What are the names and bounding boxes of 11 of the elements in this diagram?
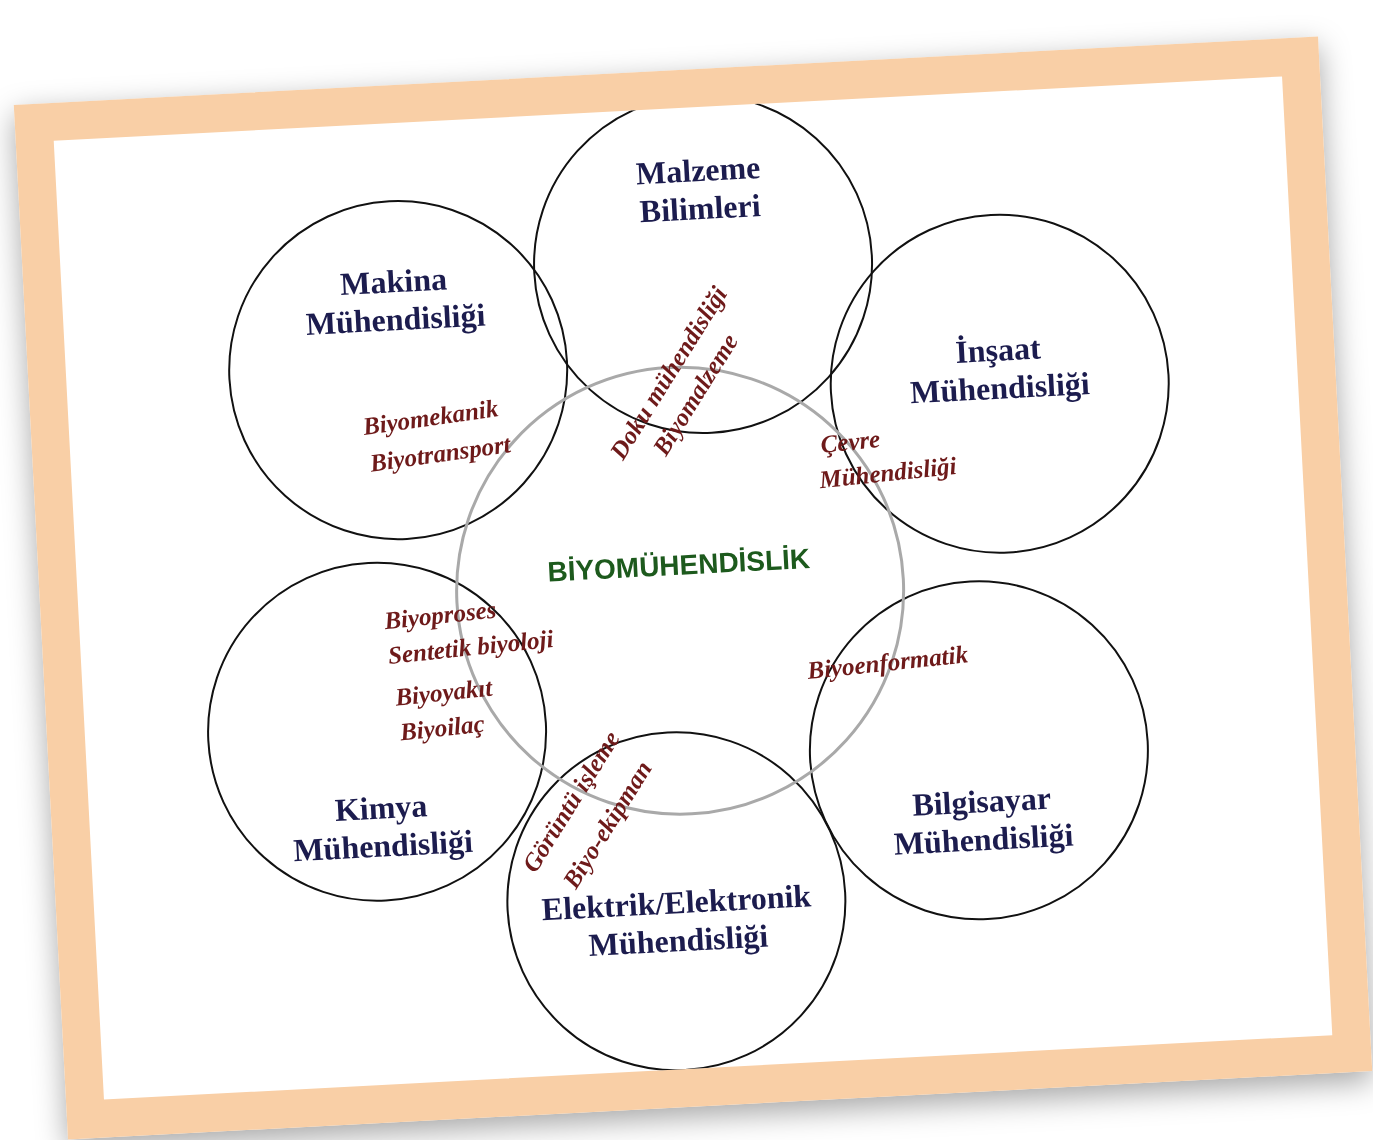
discipline-title: Malzeme Bilimleri bbox=[634, 147, 763, 232]
discipline-title: Makina Mühendisliği bbox=[303, 259, 488, 345]
center-title: BİYOMÜHENDİSLİK bbox=[545, 541, 812, 590]
overlap-label: Çevre bbox=[819, 424, 882, 459]
overlap-label: Biyoyakıt bbox=[393, 673, 494, 712]
overlap-label: Biyoilaç bbox=[398, 709, 486, 747]
discipline-title: Kimya Mühendisliği bbox=[291, 786, 475, 871]
overlap-label: Biyoenformatik bbox=[806, 640, 970, 686]
discipline-title: İnşaat Mühendisliği bbox=[908, 328, 1092, 413]
discipline-title: Bilgisayar Mühendisliği bbox=[891, 778, 1076, 865]
overlap-label: Biyomekanik bbox=[361, 394, 500, 440]
